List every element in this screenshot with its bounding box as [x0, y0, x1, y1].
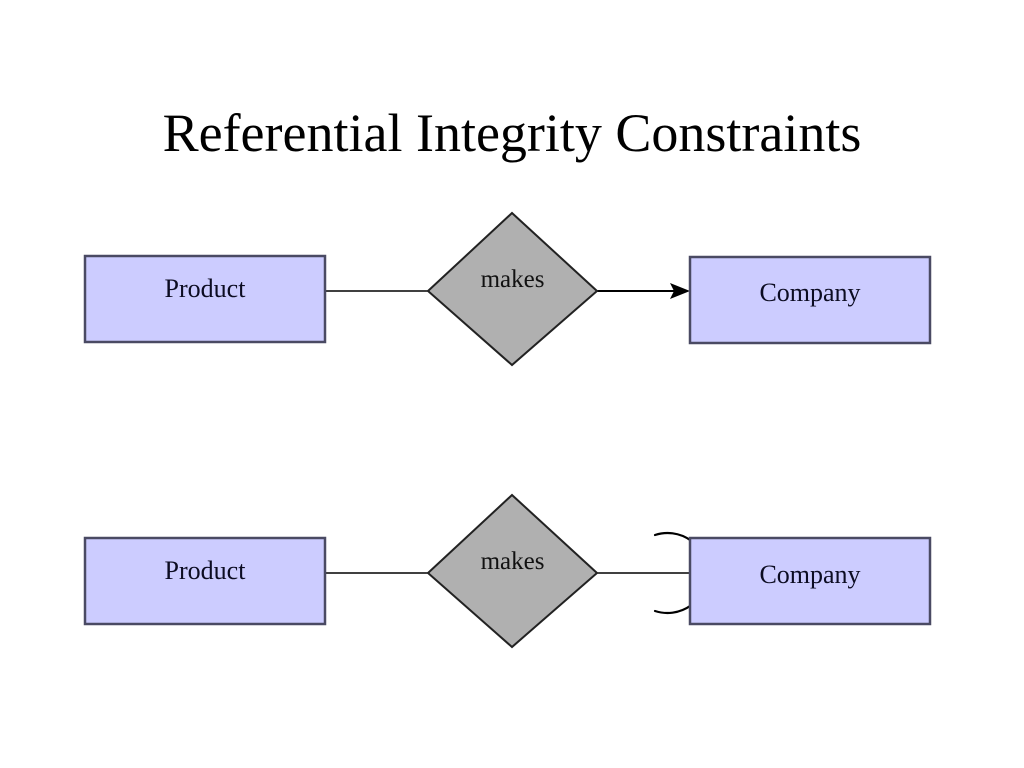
arrowhead-icon — [670, 283, 690, 299]
entity-label-company: Company — [759, 560, 861, 589]
relationship-label-makes: makes — [480, 266, 545, 293]
er-diagram-arrow: Product makes Company — [0, 196, 1024, 396]
entity-box-product[interactable] — [83, 254, 327, 344]
entity-box-product[interactable] — [83, 536, 327, 626]
relationship-diamond-makes[interactable] — [426, 211, 599, 367]
entity-label-company: Company — [759, 278, 861, 307]
entity-box-company[interactable] — [688, 255, 932, 345]
entity-label-product: Product — [164, 556, 246, 585]
entity-box-company[interactable] — [688, 536, 932, 626]
er-diagram-arc: Product makes Company — [0, 478, 1024, 678]
relationship-diamond-makes[interactable] — [426, 493, 599, 649]
page-title: Referential Integrity Constraints — [162, 103, 862, 163]
entity-label-product: Product — [164, 274, 246, 303]
relationship-label-makes: makes — [480, 548, 545, 575]
